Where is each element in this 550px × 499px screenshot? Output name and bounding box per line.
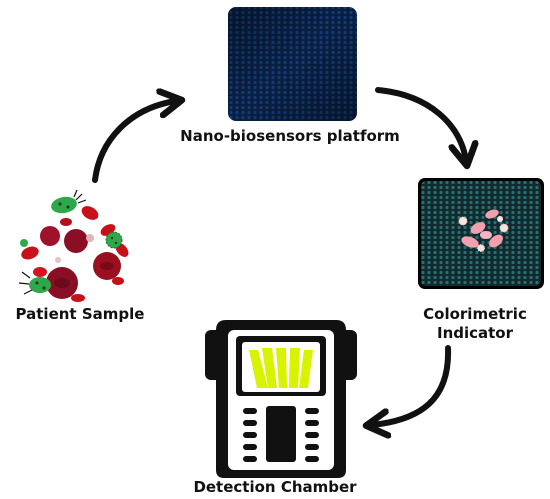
arrow-color-to-detect — [372, 345, 452, 425]
nano-biosensor-plate-icon — [228, 7, 357, 121]
arrow-nano-to-color — [375, 87, 466, 160]
patient-sample-label: Patient Sample — [15, 305, 145, 323]
colorimetric-label-line2: Indicator — [436, 324, 514, 342]
colorimetric-indicator-label: Colorimetric Indicator — [400, 305, 550, 343]
arrow-patient-to-nano — [92, 101, 176, 183]
nano-biosensors-label: Nano-biosensors platform — [180, 127, 400, 145]
patient-sample-icon — [18, 189, 129, 302]
colorimetric-label-line1: Colorimetric — [423, 305, 527, 323]
colorimetric-plate-icon — [418, 178, 544, 289]
detection-chamber-label: Detection Chamber — [193, 478, 357, 496]
cycle-arrow-icon — [92, 87, 466, 425]
detection-chamber-device-icon — [205, 320, 357, 478]
